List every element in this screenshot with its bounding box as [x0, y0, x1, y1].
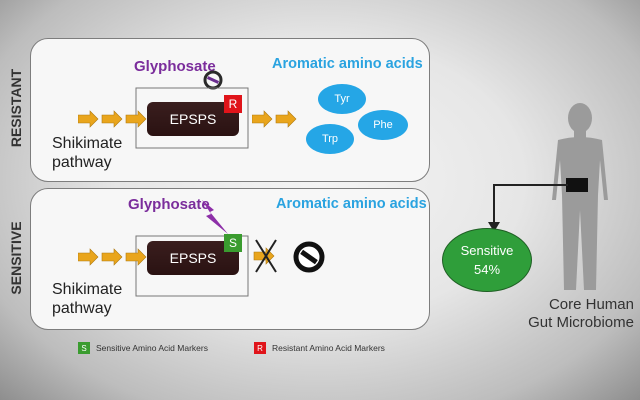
- circle-value: 54%: [473, 262, 501, 277]
- resistant-aromatic-title: Aromatic amino acids: [272, 56, 423, 72]
- forbidden-icon: [293, 241, 325, 273]
- legend-resistant-text: Resistant Amino Acid Markers: [272, 343, 385, 353]
- sensitive-aromatic-title: Aromatic amino acids: [276, 196, 427, 212]
- microbiome-caption-line1: Core Human: [548, 296, 634, 313]
- arrow-right-icon: [488, 184, 568, 232]
- sensitive-pathway-label: Shikimate pathway: [52, 281, 123, 317]
- microbiome-caption: Core Human Gut Microbiome: [508, 296, 634, 332]
- sensitive-badge: S: [224, 234, 242, 252]
- gut-marker-box: [566, 178, 588, 192]
- resistant-output-arrows: [252, 110, 297, 128]
- resistant-input-arrows: [78, 110, 147, 128]
- legend-sensitive-badge: S: [78, 342, 90, 354]
- bolt-icon: [202, 200, 228, 234]
- sensitive-epsps-enzyme: EPSPS: [147, 241, 239, 275]
- resistant-badge: R: [224, 95, 242, 113]
- sensitive-percentage-circle: Sensitive 54%: [442, 228, 532, 292]
- sensitive-input-arrows: [78, 248, 147, 266]
- blocked-output-arrow: [253, 239, 277, 273]
- resistant-epsps-enzyme: EPSPS: [147, 102, 239, 136]
- microbiome-caption-line2: Gut Microbiome: [528, 314, 634, 331]
- amino-acid-trp: Trp: [306, 124, 354, 154]
- resistant-pathway-label: Shikimate pathway: [52, 135, 123, 171]
- amino-acid-tyr: Tyr: [318, 84, 366, 114]
- sensitive-glyphosate-label: Glyphosate: [128, 196, 210, 213]
- amino-acid-phe: Phe: [358, 110, 408, 140]
- resistant-glyphosate-label: Glyphosate: [134, 58, 216, 75]
- circle-label: Sensitive: [460, 243, 514, 258]
- legend-resistant-badge: R: [254, 342, 266, 354]
- legend-sensitive-text: Sensitive Amino Acid Markers: [96, 343, 208, 353]
